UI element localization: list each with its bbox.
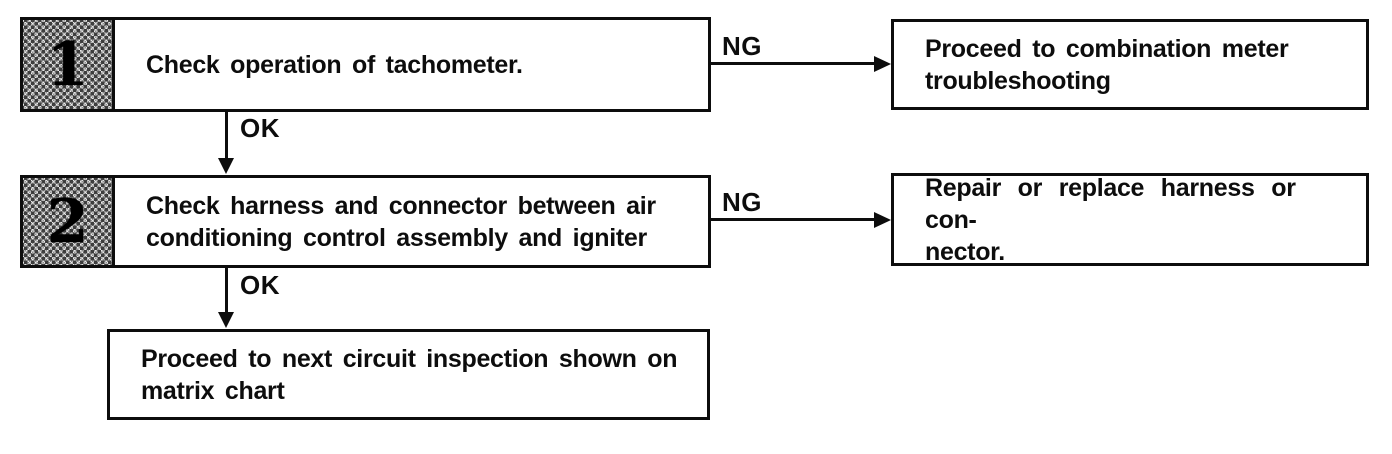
arrow-down-icon (218, 312, 234, 328)
step2-box: 2 Check harness and connector between ai… (20, 175, 711, 268)
step1-number-badge: 1 (23, 20, 115, 109)
step1-ng-connector-line (711, 62, 876, 65)
final-action-text: Proceed to next circuit inspection shown… (141, 344, 678, 405)
step2-number-badge: 2 (23, 178, 115, 265)
step2-ng-connector-line (711, 218, 876, 221)
step2-ok-label: OK (240, 270, 280, 300)
step2-instruction: Check harness and connector between air … (146, 191, 656, 252)
step1-box: 1 Check operation of tachometer. (20, 17, 711, 112)
step2-ok-connector-line (225, 268, 228, 314)
step1-ok-label: OK (240, 113, 280, 143)
final-action-box: Proceed to next circuit inspection shown… (107, 329, 710, 420)
step1-ng-result-text: Proceed to combination meter troubleshoo… (925, 34, 1289, 95)
arrow-right-icon (874, 212, 891, 228)
step1-ng-result-box: Proceed to combination meter troubleshoo… (891, 19, 1369, 110)
step1-ng-label: NG (722, 31, 762, 61)
step1-ok-connector-line (225, 112, 228, 162)
step2-number: 2 (46, 186, 89, 257)
arrow-down-icon (218, 158, 234, 174)
arrow-right-icon (874, 56, 891, 72)
step1-instruction: Check operation of tachometer. (146, 50, 523, 79)
step1-number: 1 (46, 29, 89, 100)
step2-ng-result-box: Repair or replace harness or con- nector… (891, 173, 1369, 266)
step2-ng-label: NG (722, 187, 762, 217)
step2-ng-result-text: Repair or replace harness or con- nector… (925, 173, 1296, 266)
